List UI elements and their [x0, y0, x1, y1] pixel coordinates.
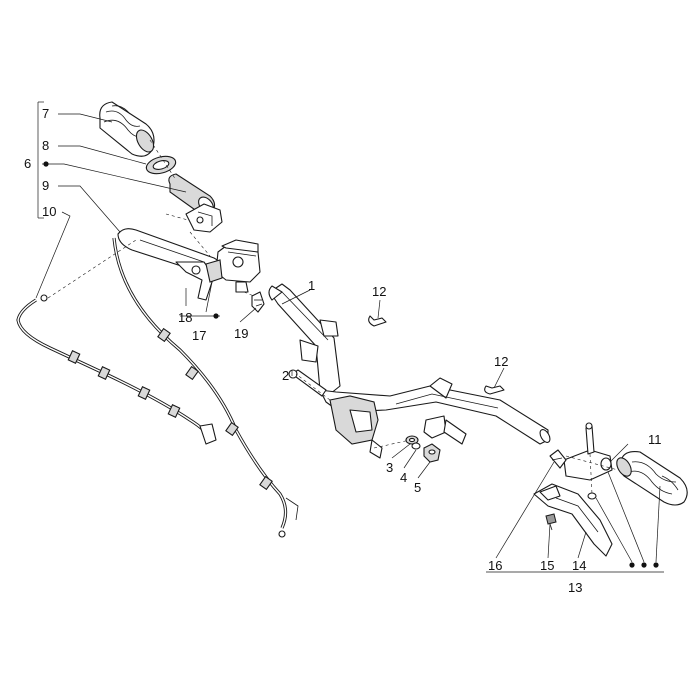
- leader-line: [281, 289, 311, 305]
- bolt[interactable]: [288, 369, 327, 397]
- callout-12-upper: 12: [372, 284, 386, 299]
- leader-line: [205, 281, 213, 313]
- leader-line: [391, 443, 411, 459]
- assembly-line: [189, 231, 211, 257]
- callout-8: 8: [42, 138, 49, 153]
- leader-line: [495, 461, 555, 559]
- callout-10: 10: [42, 204, 56, 219]
- leader-line: [595, 497, 633, 563]
- handlebar-frame[interactable]: [268, 283, 552, 459]
- leader-line: [42, 163, 187, 193]
- assembly-line: [295, 373, 331, 401]
- callout-2: 2: [282, 368, 289, 383]
- leader-line: [58, 185, 121, 233]
- group-marker: [641, 562, 647, 568]
- assembly-line: [165, 213, 189, 221]
- leader-line: [403, 449, 417, 469]
- assembly-line: [149, 139, 177, 181]
- leader-line: [58, 113, 113, 123]
- leader-line: [607, 471, 645, 563]
- leader-line: [655, 485, 661, 563]
- callout-12-lower: 12: [494, 354, 508, 369]
- callout-7: 7: [42, 106, 49, 121]
- brake-switch[interactable]: [251, 291, 265, 313]
- assembly-line: [565, 455, 619, 471]
- assembly-line: [47, 239, 137, 299]
- callout-16: 16: [488, 558, 502, 573]
- callout-11: 11: [648, 432, 662, 447]
- rear-lever-bracket[interactable]: [563, 422, 613, 500]
- right-grip[interactable]: [614, 451, 688, 506]
- callout-9: 9: [42, 178, 49, 193]
- stop-switch[interactable]: [549, 449, 567, 469]
- leader-line: [35, 211, 71, 299]
- callout-14: 14: [572, 558, 586, 573]
- group-marker: [213, 313, 219, 319]
- callout-3: 3: [386, 460, 393, 475]
- assembly-line: [589, 453, 593, 495]
- callout-17: 17: [192, 328, 206, 343]
- front-brake-lever[interactable]: [117, 228, 220, 301]
- leader-line: [609, 443, 629, 463]
- callout-6: 6: [24, 156, 31, 171]
- master-cylinder[interactable]: [205, 239, 261, 293]
- callout-4: 4: [400, 470, 407, 485]
- group-marker: [43, 161, 49, 167]
- left-grip[interactable]: [99, 101, 157, 157]
- leader-line: [239, 307, 257, 323]
- clip-upper[interactable]: [368, 315, 387, 327]
- leader-line: [493, 367, 505, 389]
- lock-washer[interactable]: [411, 442, 421, 450]
- assembly-line: [373, 439, 411, 449]
- callout-18: 18: [178, 310, 192, 325]
- clip-lower[interactable]: [484, 385, 505, 395]
- throttle-housing[interactable]: [185, 203, 223, 233]
- callout-1: 1: [308, 278, 315, 293]
- throttle-cable[interactable]: [112, 237, 299, 538]
- nut[interactable]: [423, 443, 441, 463]
- rear-brake-lever[interactable]: [533, 483, 613, 557]
- group-marker: [653, 562, 659, 568]
- callout-5: 5: [414, 480, 421, 495]
- leader-line: [577, 531, 587, 559]
- group-marker: [629, 562, 635, 568]
- leader-line: [58, 145, 147, 165]
- callout-15: 15: [540, 558, 554, 573]
- assembly-line: [243, 291, 255, 297]
- callout-19: 19: [234, 326, 248, 341]
- grip-ring[interactable]: [144, 153, 177, 176]
- leader-line: [377, 299, 381, 319]
- callout-13: 13: [568, 580, 582, 595]
- leader-line: [547, 523, 551, 559]
- leader-line: [417, 461, 431, 479]
- brake-cable[interactable]: [16, 294, 217, 445]
- spring[interactable]: [545, 513, 557, 531]
